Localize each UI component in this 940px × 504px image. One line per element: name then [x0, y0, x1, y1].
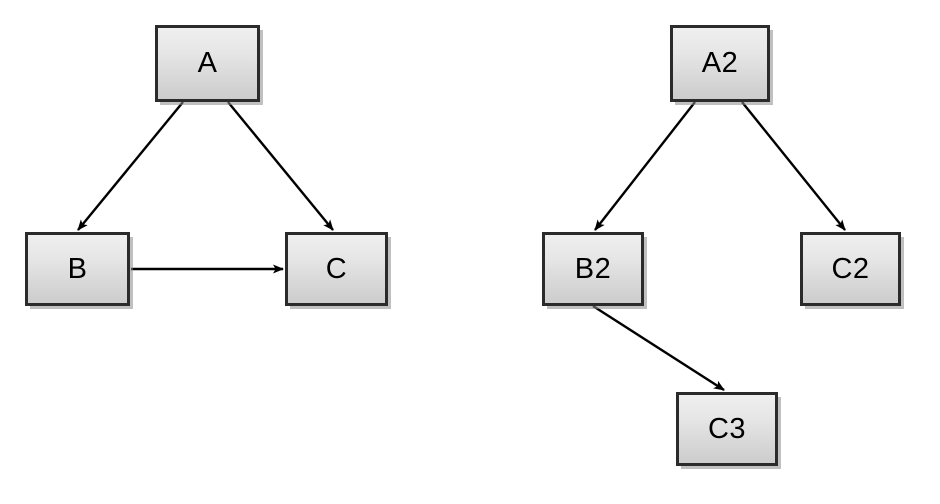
node-c2[interactable]: C2 [800, 232, 901, 306]
node-c[interactable]: C [285, 232, 388, 306]
node-label-a: A [197, 47, 218, 79]
node-label-b2: B2 [574, 252, 612, 285]
node-b[interactable]: B [25, 232, 130, 306]
edge-b2-to-c3 [592, 304, 725, 392]
node-b2[interactable]: B2 [542, 232, 644, 306]
edge-a-to-c [227, 101, 334, 231]
edges-group [77, 101, 846, 392]
node-label-c: C [325, 252, 348, 285]
edge-a2-to-b2 [594, 101, 696, 231]
node-a2[interactable]: A2 [670, 25, 770, 102]
node-label-a2: A2 [701, 47, 739, 79]
edge-a2-to-c2 [741, 101, 846, 231]
node-label-c2: C2 [831, 252, 870, 285]
node-c3[interactable]: C3 [676, 392, 778, 466]
node-label-c3: C3 [707, 412, 747, 445]
node-label-b: B [67, 252, 88, 285]
node-a[interactable]: A [155, 25, 260, 102]
edge-a-to-b [77, 101, 184, 231]
